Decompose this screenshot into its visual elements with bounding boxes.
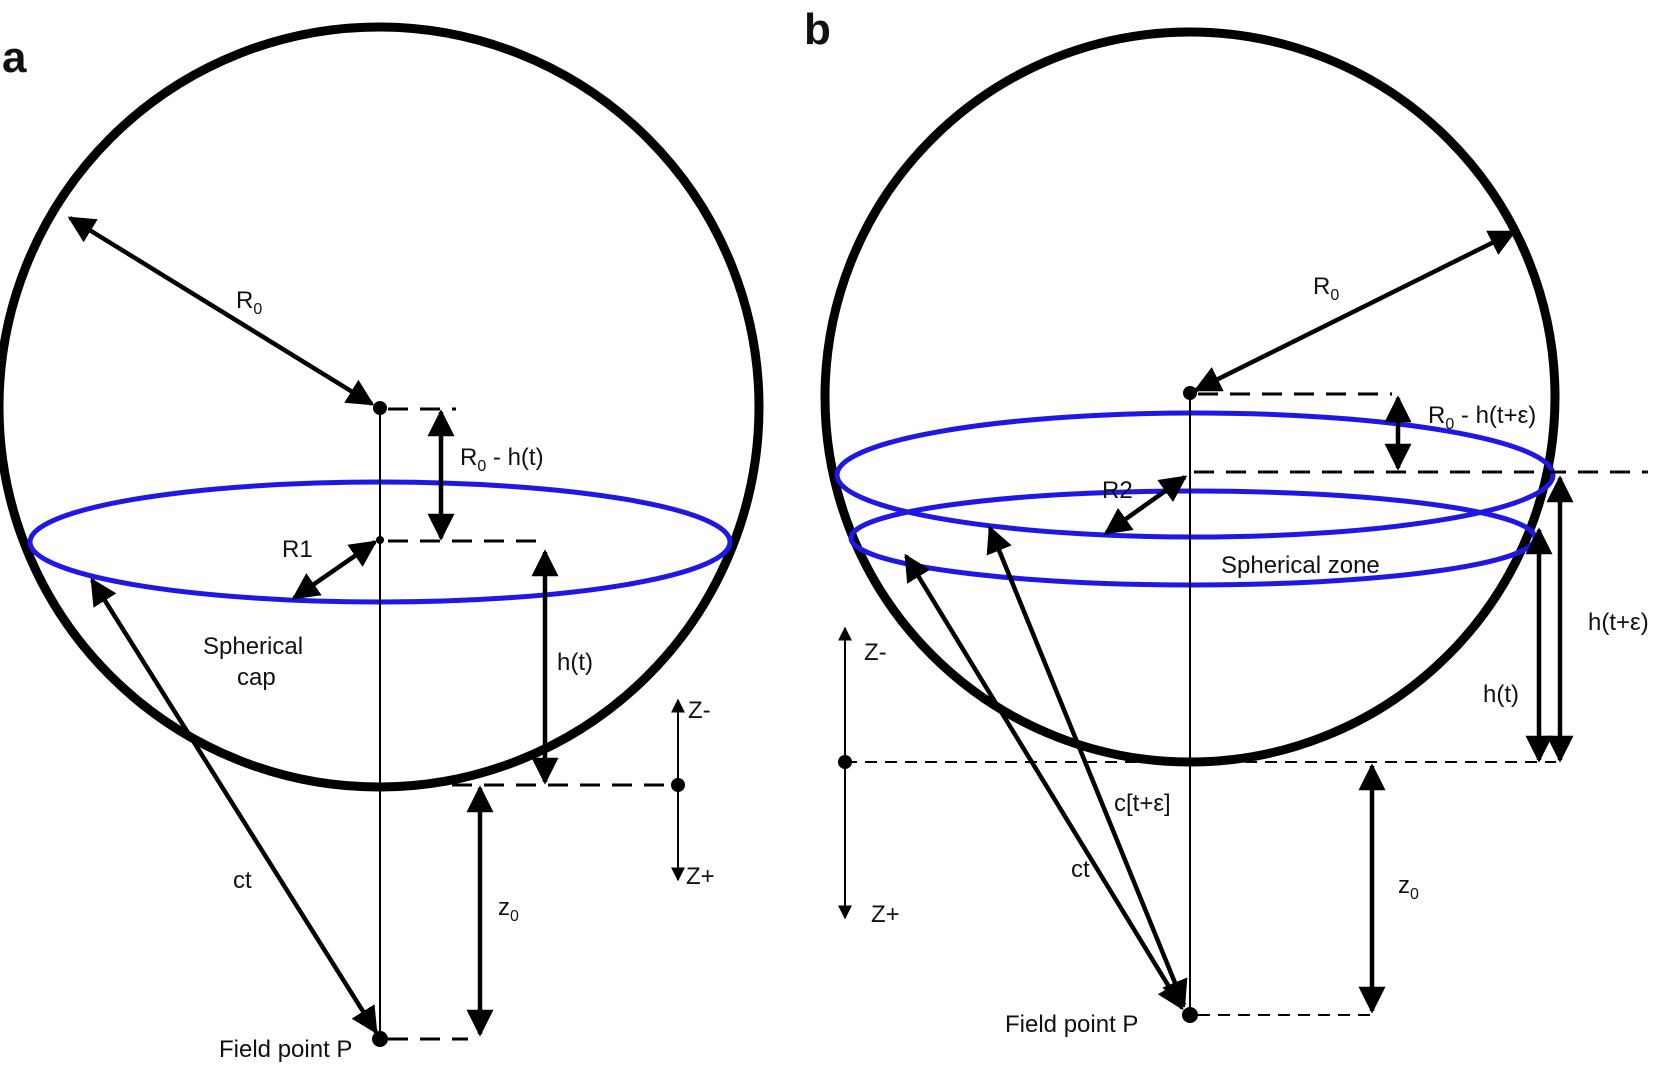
r1-label-a: R1 bbox=[282, 536, 313, 563]
ct-label-a: ct bbox=[233, 867, 252, 894]
sphere-center-point-b bbox=[1183, 386, 1197, 400]
r2-arrow-b bbox=[1103, 475, 1188, 535]
upper-section-ellipse-b bbox=[834, 410, 1556, 540]
panel-b-letter: b bbox=[804, 5, 831, 54]
r2-label-b: R2 bbox=[1102, 477, 1133, 504]
field-point-label-b: Field point P bbox=[1005, 1011, 1138, 1038]
radius-label-a: R0 bbox=[236, 287, 262, 318]
panel-b: b R0 R0 - h(t+ bbox=[804, 5, 1649, 1038]
z-plus-label-a: Z+ bbox=[686, 863, 715, 890]
cap-label-line1-a: Spherical bbox=[203, 633, 303, 660]
z-minus-label-b: Z- bbox=[864, 639, 887, 666]
field-point-b bbox=[1182, 1007, 1198, 1023]
z-axis-origin-point-a bbox=[671, 778, 685, 792]
zone-label-b: Spherical zone bbox=[1221, 552, 1380, 579]
z-plus-label-b: Z+ bbox=[871, 901, 900, 928]
height-label-b: h(t) bbox=[1483, 681, 1519, 708]
field-point-label-a: Field point P bbox=[219, 1036, 352, 1063]
ct-arrow-b bbox=[904, 553, 1184, 1011]
z-minus-label-a: Z- bbox=[688, 697, 711, 724]
c-eps-label-b: c[t+ε] bbox=[1114, 790, 1171, 817]
field-point-a bbox=[372, 1031, 388, 1047]
z-axis-origin-point-b bbox=[838, 755, 852, 769]
height-label-a: h(t) bbox=[557, 649, 593, 676]
panel-a: a R0 R0 - h(t) R1 Spherica bbox=[0, 22, 764, 1063]
z0-label-b: z0 bbox=[1398, 872, 1419, 903]
height-eps-label-b: h(t+ε) bbox=[1588, 609, 1649, 636]
cap-label-line2-a: cap bbox=[237, 664, 276, 691]
depth-label-a: R0 - h(t) bbox=[460, 444, 544, 475]
c-eps-arrow-b bbox=[986, 525, 1188, 1008]
z0-label-a: z0 bbox=[498, 894, 519, 925]
depth-label-b: R0 - h(t+ε) bbox=[1428, 402, 1536, 433]
section-center-point-a bbox=[376, 536, 384, 544]
panel-a-letter: a bbox=[2, 33, 27, 82]
radius-arrow-a bbox=[67, 216, 375, 406]
ct-label-b: ct bbox=[1071, 856, 1090, 883]
radius-label-b: R0 bbox=[1313, 273, 1339, 304]
sphere-center-point-a bbox=[373, 401, 387, 415]
ct-arrow-a bbox=[90, 577, 378, 1035]
radius-arrow-b bbox=[1193, 229, 1517, 393]
